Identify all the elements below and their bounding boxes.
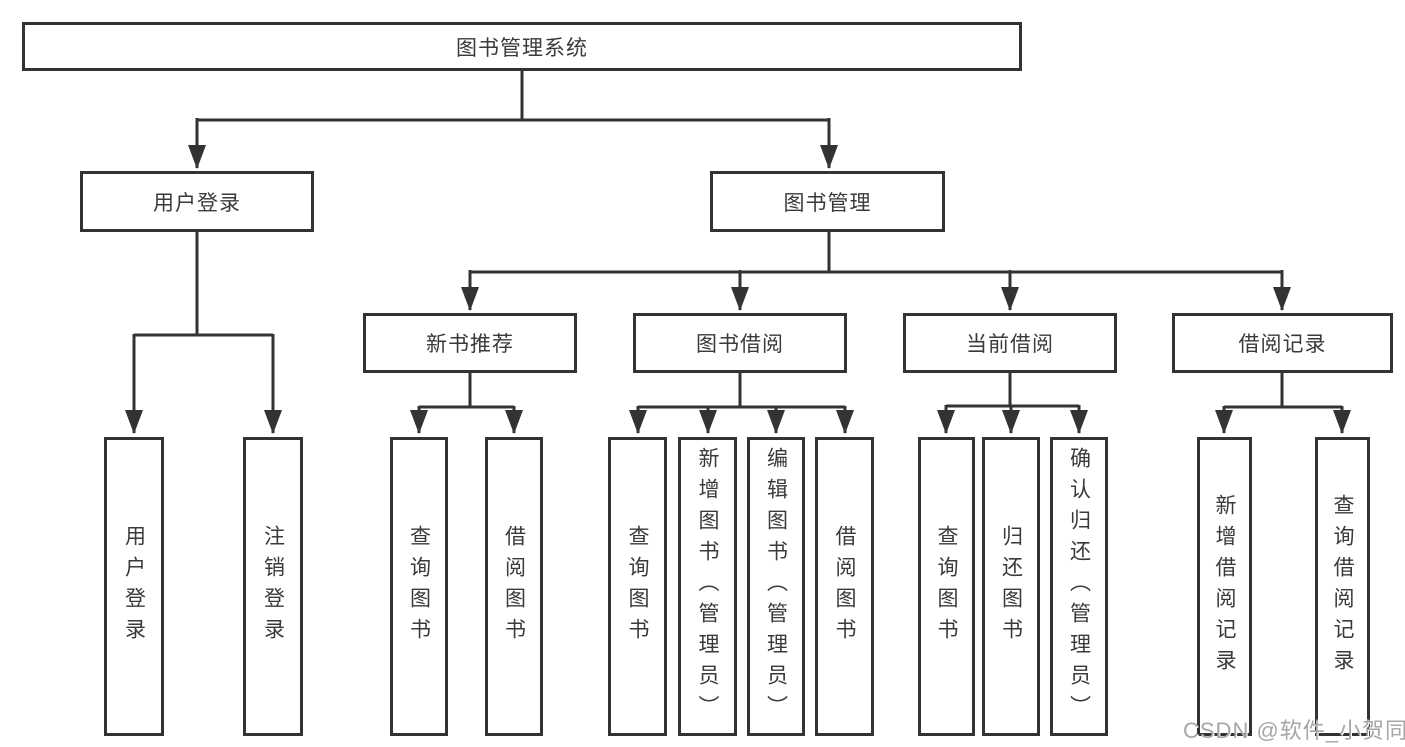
leaf-borrow-borrow-books: 借阅图书 — [815, 437, 874, 736]
leaf-borrow-query-books: 查询图书 — [608, 437, 667, 736]
connector-book-management — [461, 232, 1291, 311]
node-current-borrowing: 当前借阅 — [903, 313, 1117, 373]
leaf-new-borrow-books: 借阅图书 — [485, 437, 543, 736]
leaf-borrow-add-books-admin: 新增图书（管理员） — [678, 437, 737, 736]
node-borrowing-records: 借阅记录 — [1172, 313, 1393, 373]
leaf-records-query-record: 查询借阅记录 — [1315, 437, 1370, 736]
leaf-current-return-books: 归还图书 — [982, 437, 1040, 736]
leaf-current-confirm-return-admin: 确认归还（管理员） — [1050, 437, 1108, 736]
connector-root-to-level2 — [188, 71, 838, 169]
leaf-user-login: 用户登录 — [104, 437, 164, 736]
csdn-watermark: CSDN @软件_小贺同学 — [1183, 718, 1405, 743]
node-user-login: 用户登录 — [80, 171, 314, 232]
connector-book-borrowing — [629, 373, 854, 434]
node-book-borrowing: 图书借阅 — [633, 313, 847, 373]
connector-new-book-recommendation — [410, 373, 523, 434]
connector-current-borrowing — [937, 373, 1088, 434]
leaf-new-query-books: 查询图书 — [390, 437, 448, 736]
leaf-current-query-books: 查询图书 — [918, 437, 975, 736]
leaf-borrow-edit-books-admin: 编辑图书（管理员） — [747, 437, 805, 736]
node-new-book-recommendation: 新书推荐 — [363, 313, 577, 373]
node-root: 图书管理系统 — [22, 22, 1022, 71]
node-book-management: 图书管理 — [710, 171, 945, 232]
connector-borrowing-records — [1215, 373, 1351, 434]
leaf-logout: 注销登录 — [243, 437, 303, 736]
connector-user-login — [125, 232, 282, 434]
leaf-records-add-record: 新增借阅记录 — [1197, 437, 1252, 736]
